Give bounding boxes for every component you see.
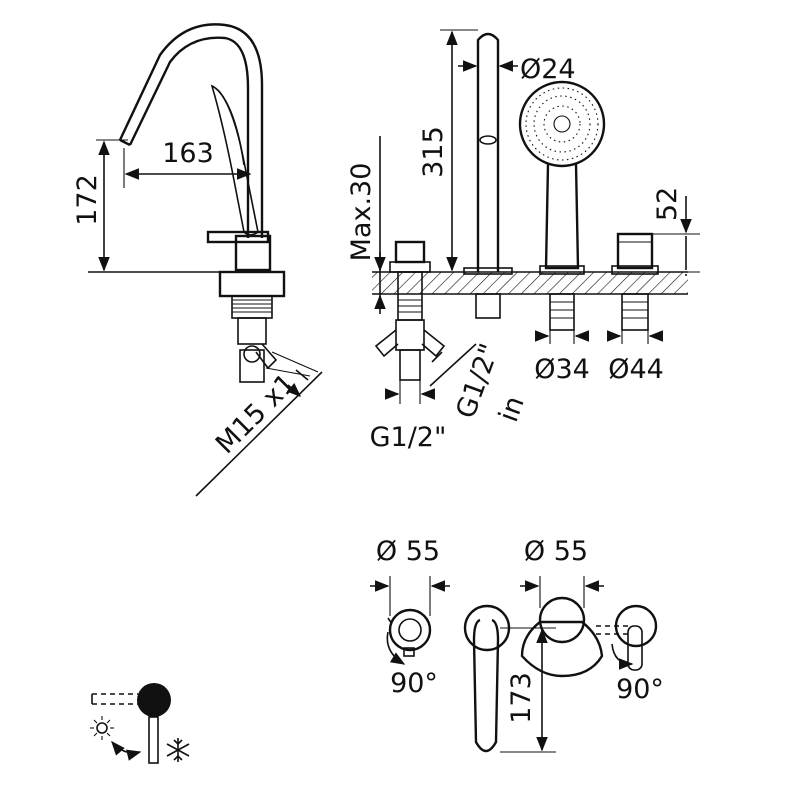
dim-315-label: 315	[418, 126, 449, 178]
temperature-legend	[90, 683, 190, 764]
hand-shower-side	[210, 84, 259, 236]
rotation-left-label: 90°	[390, 668, 438, 699]
plan-spout	[472, 618, 500, 753]
plan-view	[386, 596, 658, 753]
dimension-d55-left: Ø 55	[370, 536, 450, 616]
valve-cap	[394, 240, 426, 264]
mixer-knob-icon	[137, 683, 171, 717]
dimension-315: 315	[418, 29, 478, 272]
shower-rosette	[538, 596, 586, 644]
dim-d24-label: Ø24	[520, 54, 576, 85]
spout-outline	[118, 23, 264, 238]
dim-52-label: 52	[652, 187, 683, 221]
deck-hatch	[372, 272, 688, 294]
dim-d34-label: Ø34	[534, 354, 590, 385]
dim-d44-label: Ø44	[608, 354, 664, 385]
plan-shower-head	[520, 620, 604, 678]
dimension-g12-bottom: G1/2"	[370, 380, 447, 453]
dimension-172: 172	[72, 139, 128, 273]
diverter	[616, 232, 654, 270]
rotation-right-label: 90°	[616, 674, 664, 705]
dimension-d34: Ø34	[534, 330, 590, 385]
dimension-d44: Ø44	[607, 330, 664, 385]
dim-172-label: 172	[72, 174, 103, 226]
dim-d55-right-label: Ø 55	[524, 536, 588, 567]
dimension-173: 173	[500, 627, 556, 753]
dimension-g12-side: G1/2" in	[429, 340, 531, 426]
spout-inner-outline	[128, 36, 250, 238]
dimension-d24: Ø24	[458, 54, 576, 85]
dimension-163: 163	[123, 138, 252, 188]
dim-163-label: 163	[162, 138, 214, 169]
deck-mount	[218, 270, 286, 298]
dimension-52: 52	[652, 187, 700, 276]
hand-shower	[518, 80, 606, 270]
dim-d55-left-label: Ø 55	[376, 536, 440, 567]
sun-icon	[90, 716, 114, 740]
dim-max30-label: Max.30	[346, 163, 377, 262]
dim-173-label: 173	[506, 672, 537, 724]
dimension-max30: Max.30	[346, 136, 386, 314]
snowflake-icon	[166, 738, 190, 762]
dim-g12-bottom-label: G1/2"	[370, 422, 447, 453]
elevation-view	[372, 32, 688, 381]
side-view-spout	[88, 23, 286, 383]
spout-column	[476, 32, 500, 272]
dim-in-label: in	[493, 392, 531, 426]
valve-rosette-left	[388, 608, 432, 652]
dimension-m15: M15 x1	[195, 351, 323, 497]
dimension-d55-right: Ø 55	[520, 536, 604, 608]
